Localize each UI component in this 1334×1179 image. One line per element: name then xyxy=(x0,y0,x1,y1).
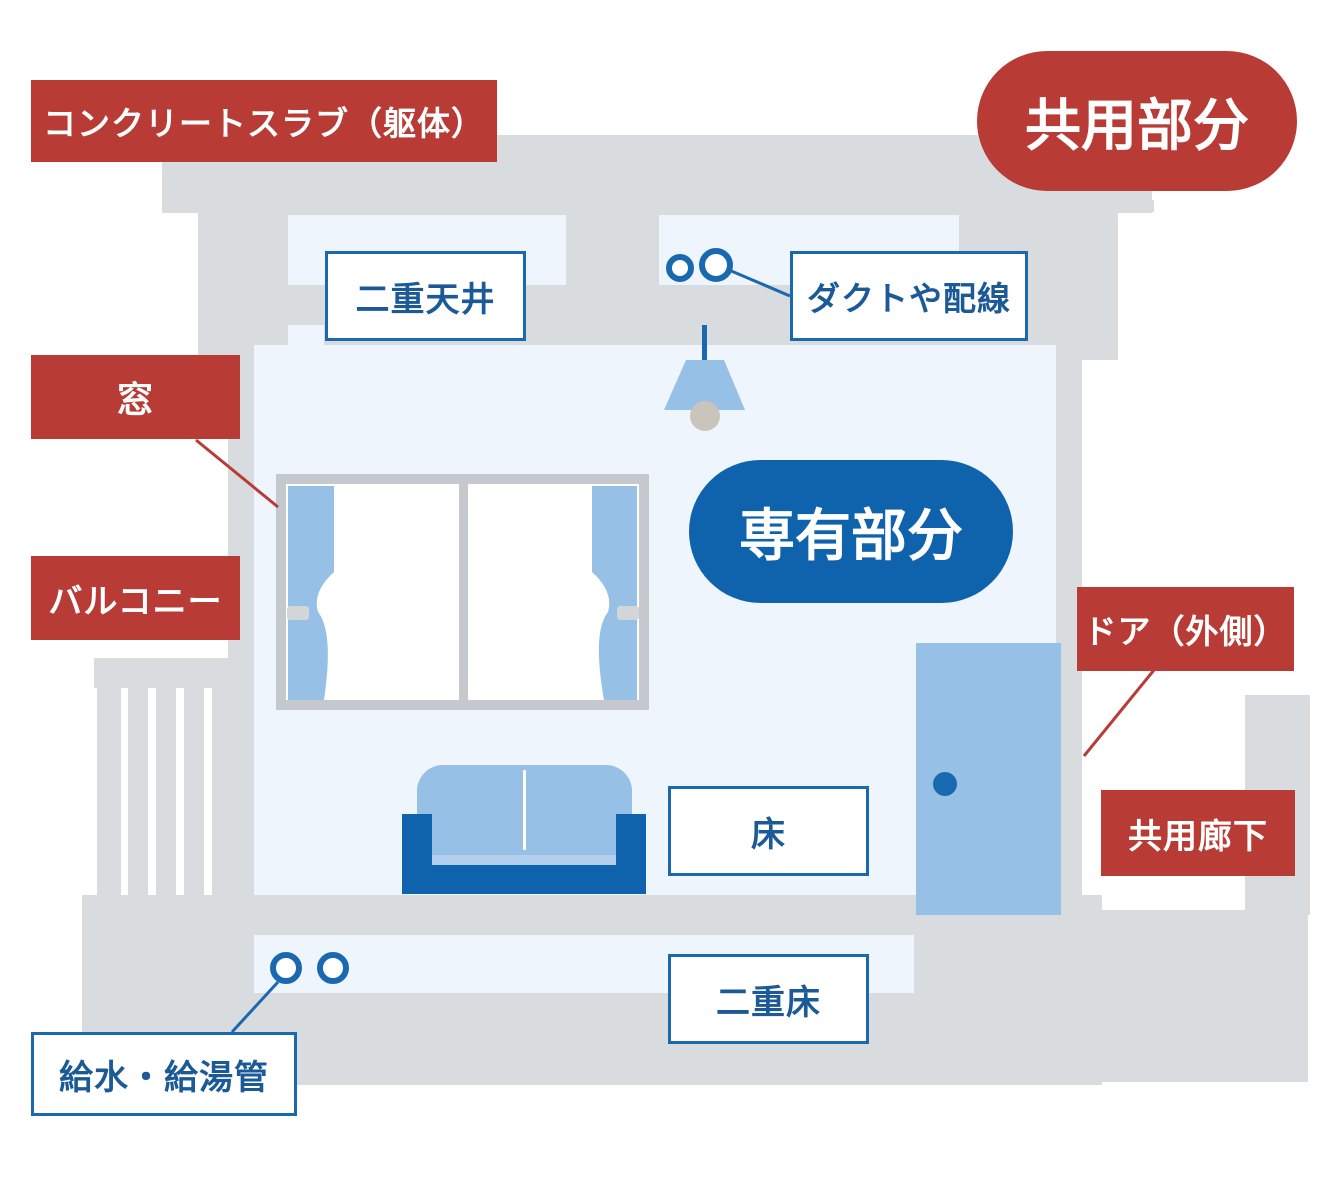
sofa xyxy=(402,765,646,894)
window xyxy=(276,474,649,710)
double-ceiling-label: 二重天井 xyxy=(325,251,526,341)
door xyxy=(916,643,1061,915)
private-area-badge: 専有部分 xyxy=(689,460,1013,603)
water-pipes-label: 給水・給湯管 xyxy=(31,1032,297,1116)
floor-label: 床 xyxy=(668,786,869,876)
double-floor-label: 二重床 xyxy=(668,954,869,1044)
pendant-lamp xyxy=(664,325,745,431)
duct-rings xyxy=(666,248,733,282)
window-label: 窓 xyxy=(31,355,240,439)
concrete-slab-label: コンクリートスラブ（躯体） xyxy=(31,80,497,162)
leader-lines xyxy=(195,268,1156,1034)
common-corridor-label: 共用廊下 xyxy=(1101,790,1295,876)
balcony-railing xyxy=(94,658,230,911)
pipe-rings xyxy=(270,952,349,984)
balcony-label: バルコニー xyxy=(31,556,240,640)
common-area-badge: 共用部分 xyxy=(977,51,1297,191)
room-upper-left xyxy=(288,325,324,350)
ducts-wiring-label: ダクトや配線 xyxy=(790,251,1028,341)
door-outside-label: ドア（外側） xyxy=(1077,587,1294,671)
